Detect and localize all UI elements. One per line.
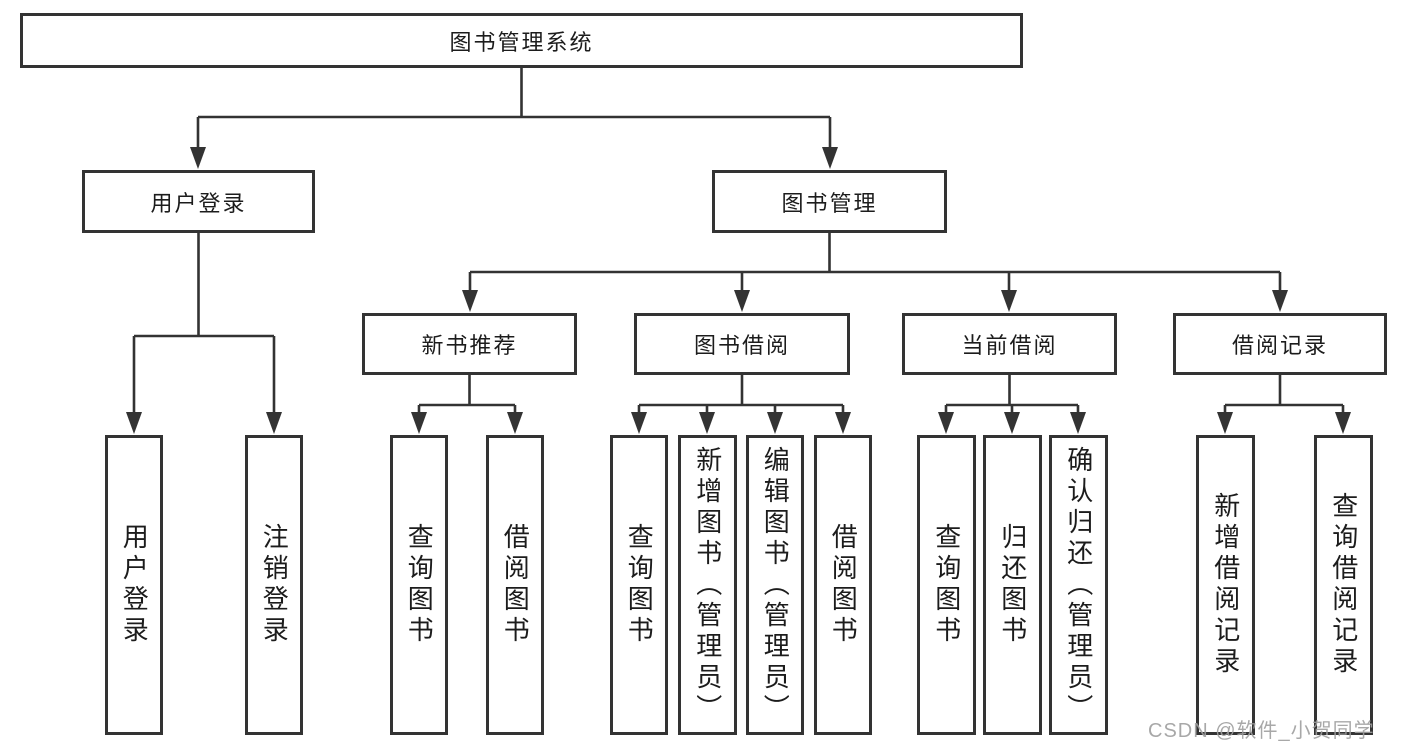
arrow-head bbox=[1001, 290, 1017, 312]
leaf-add-borrow-record: 新增借阅记录 bbox=[1196, 435, 1255, 735]
node-new-book-recommend: 新书推荐 bbox=[362, 313, 577, 375]
connector-book-borrow bbox=[637, 375, 845, 415]
leaf-user-login: 用户登录 bbox=[105, 435, 163, 735]
leaf-recommend-borrow-books-label: 借阅图书 bbox=[500, 523, 531, 647]
arrow-head bbox=[1217, 412, 1233, 434]
node-new-book-recommend-label: 新书推荐 bbox=[421, 333, 518, 358]
connector-book-management bbox=[468, 233, 1282, 292]
arrow-head bbox=[734, 290, 750, 312]
leaf-query-borrow-record: 查询借阅记录 bbox=[1314, 435, 1373, 735]
leaf-return-books-label: 归还图书 bbox=[997, 523, 1028, 647]
arrow-head bbox=[1335, 412, 1351, 434]
arrow-head bbox=[835, 412, 851, 434]
arrow-head bbox=[822, 147, 838, 169]
node-book-borrow: 图书借阅 bbox=[634, 313, 850, 375]
leaf-recommend-query-books-label: 查询图书 bbox=[404, 523, 435, 647]
node-current-borrow-label: 当前借阅 bbox=[961, 333, 1058, 358]
arrow-head bbox=[699, 412, 715, 434]
leaf-edit-books-admin-label: 编辑图书（管理员） bbox=[760, 445, 791, 725]
arrow-head bbox=[507, 412, 523, 434]
leaf-return-books: 归还图书 bbox=[983, 435, 1042, 735]
arrow-head bbox=[190, 147, 206, 169]
arrow-head bbox=[266, 412, 282, 434]
leaf-query-borrow-record-label: 查询借阅记录 bbox=[1328, 492, 1359, 678]
leaf-edit-books-admin: 编辑图书（管理员） bbox=[746, 435, 804, 735]
node-current-borrow: 当前借阅 bbox=[902, 313, 1117, 375]
leaf-recommend-borrow-books: 借阅图书 bbox=[486, 435, 544, 735]
leaf-add-books-admin: 新增图书（管理员） bbox=[678, 435, 737, 735]
csdn-watermark: CSDN @软件_小贺同学 bbox=[1148, 720, 1375, 742]
arrow-head bbox=[1004, 412, 1020, 434]
leaf-borrow-query-books: 查询图书 bbox=[610, 435, 668, 735]
connector-new-book-recommend bbox=[417, 375, 517, 415]
leaf-add-books-admin-label: 新增图书（管理员） bbox=[692, 445, 723, 725]
node-book-borrow-label: 图书借阅 bbox=[693, 333, 790, 358]
node-user-login-module: 用户登录 bbox=[82, 170, 315, 233]
node-root-label: 图书管理系统 bbox=[449, 29, 594, 55]
connector-user-login bbox=[132, 233, 276, 415]
arrow-heads bbox=[126, 147, 1351, 434]
node-user-login-module-label: 用户登录 bbox=[150, 190, 247, 216]
arrow-head bbox=[631, 412, 647, 434]
leaf-logout: 注销登录 bbox=[245, 435, 303, 735]
leaf-borrow-books-label: 借阅图书 bbox=[828, 523, 859, 647]
arrow-head bbox=[126, 412, 142, 434]
connector-root bbox=[196, 68, 832, 150]
leaf-logout-label: 注销登录 bbox=[259, 523, 290, 647]
arrow-head bbox=[938, 412, 954, 434]
leaf-confirm-return-admin: 确认归还（管理员） bbox=[1049, 435, 1108, 735]
arrow-head bbox=[411, 412, 427, 434]
connector-borrow-records bbox=[1223, 375, 1345, 415]
node-book-management-module: 图书管理 bbox=[712, 170, 947, 233]
leaf-confirm-return-admin-label: 确认归还（管理员） bbox=[1063, 445, 1094, 725]
arrow-head bbox=[1272, 290, 1288, 312]
node-root: 图书管理系统 bbox=[20, 13, 1023, 68]
node-borrow-records: 借阅记录 bbox=[1173, 313, 1387, 375]
connector-current-borrow bbox=[944, 375, 1080, 415]
node-book-management-module-label: 图书管理 bbox=[781, 190, 878, 216]
leaf-borrow-books: 借阅图书 bbox=[814, 435, 872, 735]
leaf-user-login-label: 用户登录 bbox=[119, 523, 150, 647]
leaf-current-query-books-label: 查询图书 bbox=[931, 523, 962, 647]
arrow-head bbox=[767, 412, 783, 434]
arrow-head bbox=[1070, 412, 1086, 434]
arrow-head bbox=[462, 290, 478, 312]
leaf-add-borrow-record-label: 新增借阅记录 bbox=[1210, 492, 1241, 678]
leaf-borrow-query-books-label: 查询图书 bbox=[624, 523, 655, 647]
leaf-current-query-books: 查询图书 bbox=[917, 435, 976, 735]
leaf-recommend-query-books: 查询图书 bbox=[390, 435, 448, 735]
node-borrow-records-label: 借阅记录 bbox=[1231, 333, 1328, 358]
